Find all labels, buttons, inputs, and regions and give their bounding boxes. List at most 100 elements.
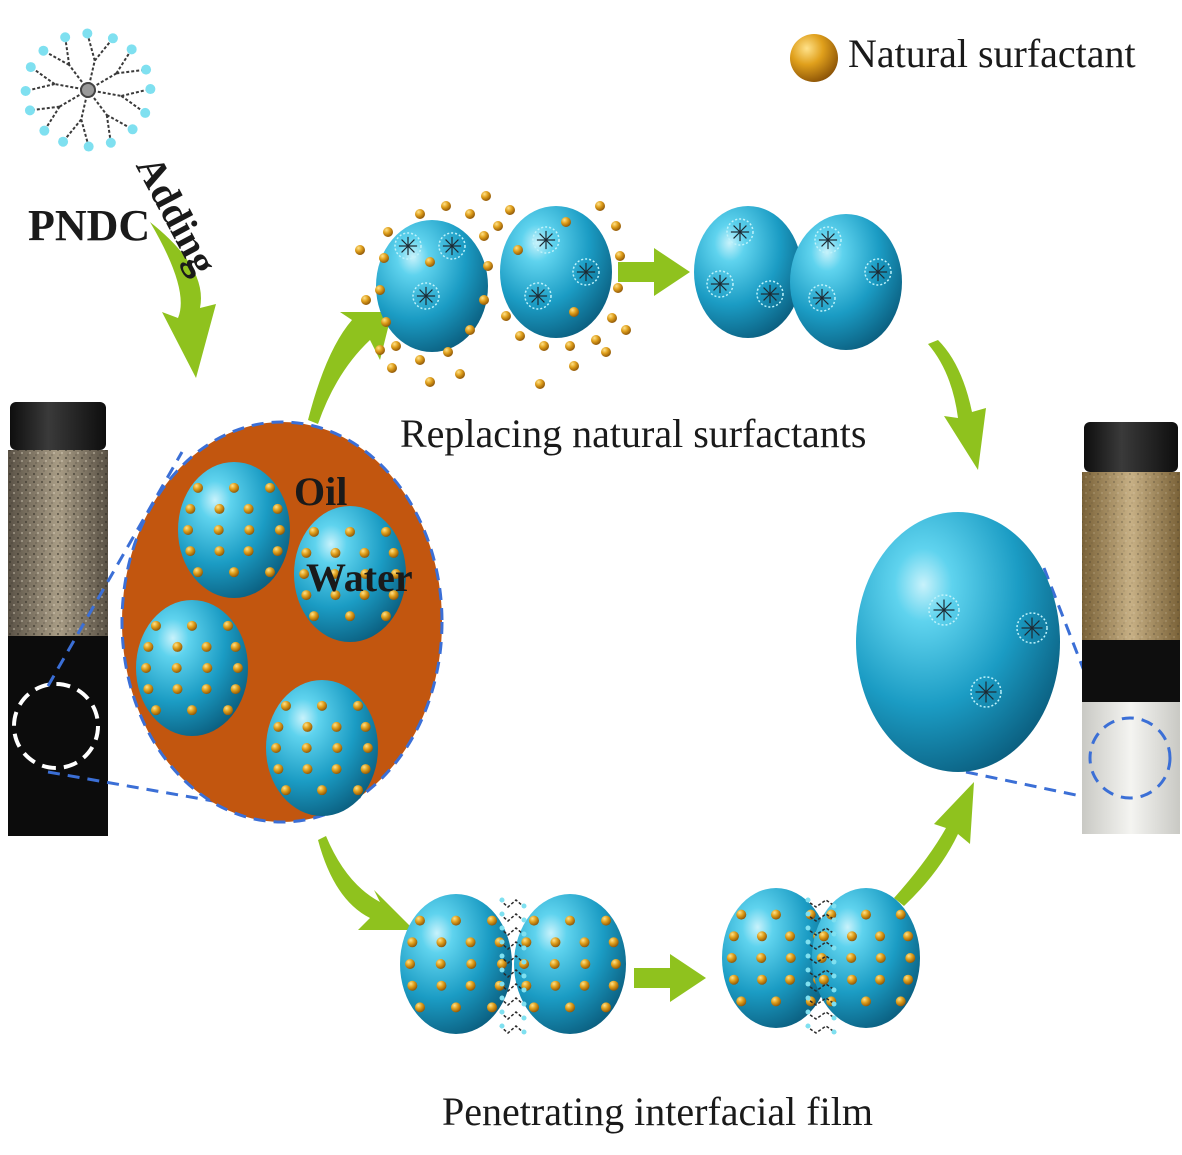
surfactant-particle	[465, 209, 475, 219]
pndc-adsorbed-mark	[412, 282, 440, 310]
surfactant-particle	[390, 569, 401, 579]
surfactant-particle	[615, 251, 625, 261]
surfactant-particle	[493, 221, 503, 231]
zoom-circle	[1088, 716, 1172, 800]
surfactant-particle	[756, 974, 767, 985]
surfactant-particle	[601, 915, 612, 926]
surfactant-particle	[375, 285, 385, 295]
surfactant-particle	[905, 953, 916, 963]
surfactant-particle	[280, 785, 291, 796]
penetrating-label: Penetrating interfacial film	[442, 1089, 873, 1134]
surfactant-particle	[501, 311, 511, 321]
pndc-label: PNDC	[28, 201, 151, 250]
surfactant-particle	[185, 546, 196, 557]
surfactant-particle	[875, 974, 886, 985]
droplet-body	[376, 220, 488, 352]
surfactant-particle	[359, 590, 370, 601]
surfactant-particle	[362, 743, 373, 753]
surfactant-particle	[465, 937, 476, 948]
water-droplet	[500, 206, 612, 338]
pndc-terminal-node	[20, 85, 31, 96]
oil-label: Oil	[294, 469, 348, 514]
surfactant-particle	[229, 482, 239, 493]
surfactant-particle	[608, 980, 619, 991]
pndc-adsorbed-mark	[438, 232, 466, 260]
surfactant-particle	[317, 785, 327, 796]
droplet-body	[722, 888, 830, 1028]
lower-branch-arrow	[318, 836, 414, 930]
surfactant-particle	[608, 937, 619, 948]
surfactant-particle	[301, 590, 312, 601]
surfactant-particle	[355, 245, 365, 255]
surfactant-particle	[185, 503, 196, 514]
surfactant-particle	[435, 959, 446, 969]
water-droplet	[266, 680, 378, 816]
surfactant-particle	[143, 641, 154, 652]
surfactant-particle	[565, 915, 575, 926]
surfactant-particle	[214, 546, 225, 557]
surfactant-particle	[172, 684, 183, 695]
surfactant-particle	[550, 937, 561, 948]
water-droplet	[722, 888, 830, 1028]
surfactant-particle	[308, 611, 319, 622]
droplet-body	[136, 600, 248, 736]
pndc-terminal-node	[140, 107, 151, 118]
water-droplet	[178, 462, 290, 598]
surfactant-particle	[785, 931, 796, 942]
surfactant-particle	[353, 785, 364, 796]
surfactant-particle	[436, 980, 447, 991]
pndc-adsorbed-mark	[864, 258, 892, 286]
surfactant-particle	[232, 663, 243, 673]
surfactant-particle	[771, 996, 781, 1007]
pndc-terminal-node	[82, 28, 93, 39]
surfactant-particle	[579, 980, 590, 991]
surfactant-particle	[561, 217, 571, 227]
surfactant-particle	[330, 547, 341, 558]
surfactant-particle	[591, 335, 601, 345]
surfactant-particle	[345, 611, 355, 622]
surfactant-particle	[846, 974, 857, 985]
water-droplet	[514, 894, 626, 1034]
surfactant-particle	[302, 721, 313, 732]
surfactant-particle	[317, 700, 327, 711]
surfactant-particle	[756, 953, 767, 963]
penetrate-step-arrow	[634, 954, 706, 1002]
natural-surfactant-legend-icon	[790, 34, 838, 82]
surfactant-particle	[496, 959, 507, 969]
surfactant-particle	[610, 959, 621, 969]
surfactant-particle	[391, 341, 401, 351]
oil-layer	[8, 636, 108, 836]
surfactant-particle	[201, 684, 212, 695]
surfactant-particle	[595, 201, 605, 211]
pndc-adsorbed-mark	[928, 594, 960, 626]
coalesce-up-arrow	[894, 782, 974, 906]
droplet-body	[178, 462, 290, 598]
surfactant-particle	[569, 361, 579, 371]
merge-down-arrow	[928, 340, 986, 470]
surfactant-particle	[171, 663, 182, 673]
surfactant-particle	[345, 526, 355, 537]
surfactant-particle	[415, 355, 425, 365]
surfactant-particle	[569, 307, 579, 317]
surfactant-particle	[299, 569, 310, 579]
pndc-adsorbed-mark	[706, 270, 734, 298]
pndc-terminal-node	[127, 124, 138, 135]
surfactant-particle	[479, 231, 489, 241]
emulsion-vial-before	[8, 402, 108, 836]
surfactant-particle	[407, 980, 418, 991]
pndc-adsorbed-mark	[1016, 612, 1048, 644]
surfactant-particle	[243, 503, 254, 514]
surfactant-particle	[414, 915, 425, 926]
surfactant-particle	[861, 996, 871, 1007]
surfactant-particle	[487, 1002, 498, 1013]
pndc-film	[499, 897, 527, 1035]
upper-branch-arrow	[308, 312, 392, 424]
surfactant-particle	[229, 567, 239, 578]
surfactant-particle	[550, 980, 561, 991]
surfactant-particle	[214, 503, 225, 514]
surfactant-particle	[243, 546, 254, 557]
surfactant-particle	[875, 953, 886, 963]
surfactant-particle	[331, 721, 342, 732]
surfactant-particle	[361, 295, 371, 305]
